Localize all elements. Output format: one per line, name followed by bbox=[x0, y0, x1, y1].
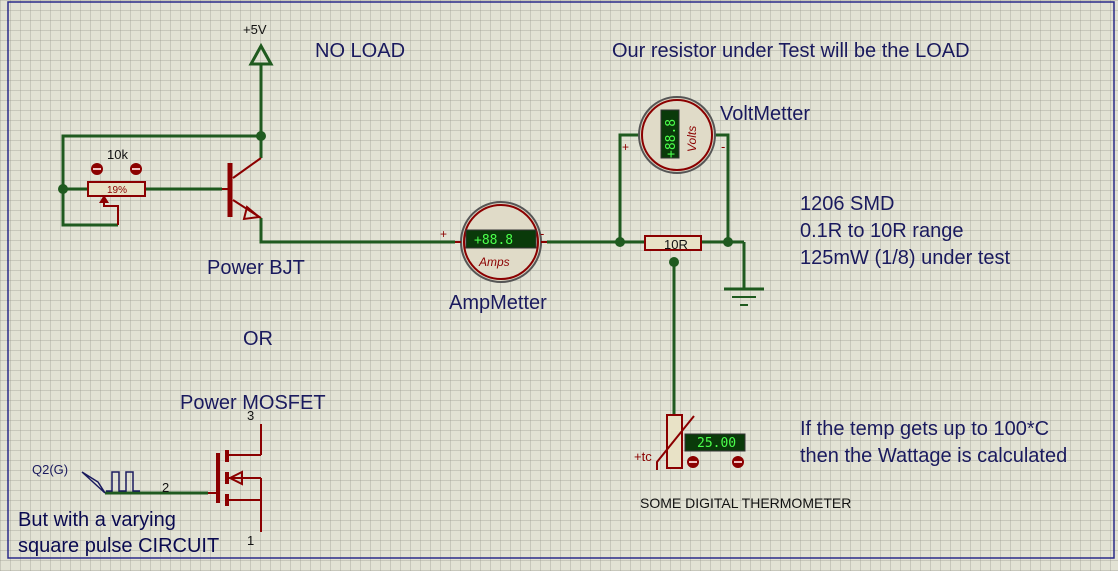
gate-signal-terminal[interactable]: Q2(G) bbox=[32, 462, 140, 494]
power-bjt[interactable] bbox=[222, 157, 262, 221]
resistor-label: 10R bbox=[664, 237, 688, 252]
mosfet-pin-1: 1 bbox=[247, 533, 254, 548]
smd-line-1: 1206 SMD bbox=[800, 193, 895, 215]
thermometer-readout: 25.00 bbox=[684, 433, 746, 452]
ammeter-display: +88.8 bbox=[474, 233, 513, 248]
square-wave-icon bbox=[106, 471, 140, 492]
pot-wiper-arrow bbox=[99, 195, 109, 203]
pulse-line-2: square pulse CIRCUIT bbox=[18, 535, 219, 557]
ammeter[interactable]: +88.8 Amps + - bbox=[440, 201, 547, 283]
gate-signal-label: Q2(G) bbox=[32, 462, 68, 477]
ammeter-title: AmpMetter bbox=[449, 292, 547, 314]
sheet-border bbox=[7, 1, 1115, 559]
ammeter-minus: - bbox=[540, 226, 544, 241]
bjt-title: Power BJT bbox=[207, 257, 305, 279]
junction-dots bbox=[58, 131, 733, 267]
thermometer-display: 25.00 bbox=[697, 436, 736, 451]
ammeter-unit: Amps bbox=[478, 255, 510, 269]
voltmeter-display: +88.8 bbox=[664, 119, 679, 158]
pot-wiper-wire bbox=[103, 200, 119, 225]
resistor-10r[interactable]: 10R bbox=[644, 235, 702, 252]
voltmeter[interactable]: +88.8 Volts + - bbox=[622, 96, 725, 174]
potentiometer[interactable]: 19% 10k bbox=[87, 147, 146, 197]
load-note-label: Our resistor under Test will be the LOAD bbox=[612, 40, 970, 62]
thermometer-title: SOME DIGITAL THERMOMETER bbox=[640, 495, 851, 511]
mosfet-title: Power MOSFET bbox=[180, 392, 326, 414]
temp-line-2: then the Wattage is calculated bbox=[800, 445, 1067, 467]
supply-label: +5V bbox=[243, 22, 267, 37]
pot-percent: 19% bbox=[107, 185, 127, 196]
mosfet-pin-3: 3 bbox=[247, 408, 254, 423]
pot-value-label: 10k bbox=[107, 147, 128, 162]
no-load-label: NO LOAD bbox=[315, 40, 405, 62]
pulse-line-1: But with a varying bbox=[18, 509, 176, 531]
smd-line-2: 0.1R to 10R range bbox=[800, 220, 963, 242]
or-label: OR bbox=[243, 328, 273, 350]
voltmeter-plus: + bbox=[622, 140, 629, 154]
power-mosfet[interactable]: 3 2 1 bbox=[162, 408, 262, 548]
supply-terminal[interactable]: +5V bbox=[243, 22, 274, 66]
wires bbox=[61, 64, 746, 495]
temp-line-1: If the temp gets up to 100*C bbox=[800, 418, 1049, 440]
ground-symbol bbox=[724, 287, 764, 306]
voltmeter-title: VoltMetter bbox=[720, 103, 810, 125]
mosfet-pin-2: 2 bbox=[162, 480, 169, 495]
thermistor[interactable]: +tc bbox=[634, 414, 695, 470]
voltmeter-unit: Volts bbox=[685, 126, 699, 152]
ammeter-plus: + bbox=[440, 227, 447, 241]
voltmeter-minus: - bbox=[721, 139, 725, 154]
smd-line-3: 125mW (1/8) under test bbox=[800, 247, 1011, 269]
thermistor-tag: +tc bbox=[634, 449, 652, 464]
